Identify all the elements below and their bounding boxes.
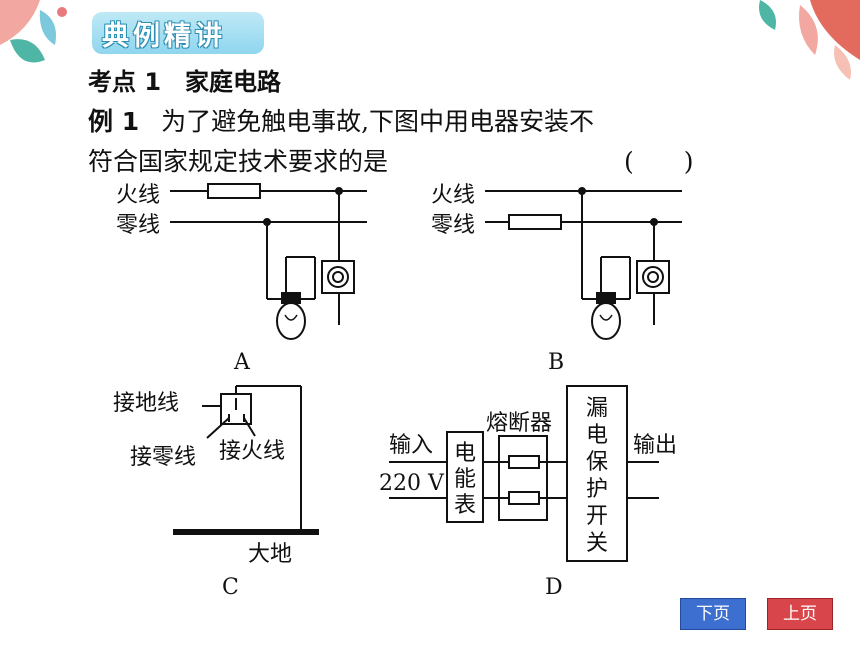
figure-d-protector-char-3: 保 xyxy=(586,450,608,475)
question-label: 例 1 xyxy=(88,107,140,136)
figure-a-socket xyxy=(321,260,355,294)
figure-a-bulb xyxy=(276,302,306,340)
figure-b-lamp-holder xyxy=(596,292,616,304)
figure-d-protector-char-1: 漏 xyxy=(586,396,608,421)
figure-b: 火线 零线 B xyxy=(431,183,682,375)
figure-c-live-label: 接火线 xyxy=(219,439,285,464)
figure-b-neutral-label: 零线 xyxy=(431,213,475,238)
answer-parentheses: ( ) xyxy=(624,147,694,176)
figure-a: 火线 零线 A xyxy=(116,183,367,375)
next-page-button[interactable]: 下页 xyxy=(680,598,746,630)
figure-c-ground-wire-label: 接地线 xyxy=(113,391,179,416)
figure-d-protector-char-2: 电 xyxy=(586,423,608,448)
figure-d-caption: D xyxy=(545,575,563,600)
figure-c-earth-label: 大地 xyxy=(248,542,292,567)
title-banner xyxy=(92,12,264,54)
figure-d-protector-char-5: 开 xyxy=(586,504,608,529)
figure-d-protector-char-6: 关 xyxy=(586,531,608,556)
figure-d-input-label: 输入 xyxy=(389,433,433,458)
figure-c: 接地线 接零线 接火线 大地 C xyxy=(113,385,319,600)
question-text-1: 为了避免触电事故,下图中用电器安装不 xyxy=(161,107,595,136)
section-title: 考点 1 家庭电路 xyxy=(88,68,282,96)
figure-b-live-label: 火线 xyxy=(431,183,475,208)
figure-d-meter xyxy=(446,431,484,523)
figure-d: 输入 220 V 电 能 表 熔断器 漏 电 保 护 开 关 输出 D xyxy=(379,385,677,600)
figure-d-meter-char-2: 能 xyxy=(454,467,476,492)
figure-a-live-label: 火线 xyxy=(116,183,160,208)
figure-b-socket xyxy=(636,260,670,294)
figure-a-caption: A xyxy=(233,350,251,375)
figure-d-voltage-label: 220 V xyxy=(379,471,445,496)
figure-d-protector-box xyxy=(566,385,628,562)
figure-a-lamp-holder xyxy=(281,292,301,304)
figure-d-meter-char-3: 表 xyxy=(454,493,476,518)
figure-b-caption: B xyxy=(548,350,564,375)
question-line-1: 例 1 为了避免触电事故,下图中用电器安装不 xyxy=(88,102,594,138)
prev-page-button[interactable]: 上页 xyxy=(767,598,833,630)
question-text-2: 符合国家规定技术要求的是 xyxy=(88,147,389,176)
figure-d-fuse-2 xyxy=(508,491,540,505)
corner-flowers-right xyxy=(759,0,860,80)
figure-d-output-label: 输出 xyxy=(633,433,677,458)
figure-d-protector-char-4: 护 xyxy=(586,477,608,502)
figure-d-fuse-box xyxy=(498,435,548,521)
figure-c-neutral-label: 接零线 xyxy=(130,445,196,470)
figure-a-neutral-label: 零线 xyxy=(116,213,160,238)
figure-d-meter-char-1: 电 xyxy=(454,441,476,466)
figure-b-bulb xyxy=(591,302,621,340)
figure-d-fuse-1 xyxy=(508,455,540,469)
corner-flowers-left xyxy=(0,0,67,63)
figure-c-caption: C xyxy=(222,575,239,600)
banner-title: 典例精讲 xyxy=(102,21,226,52)
figure-a-fuse xyxy=(207,183,261,199)
figure-d-fuse-label: 熔断器 xyxy=(486,411,552,436)
figure-b-fuse xyxy=(508,214,562,230)
